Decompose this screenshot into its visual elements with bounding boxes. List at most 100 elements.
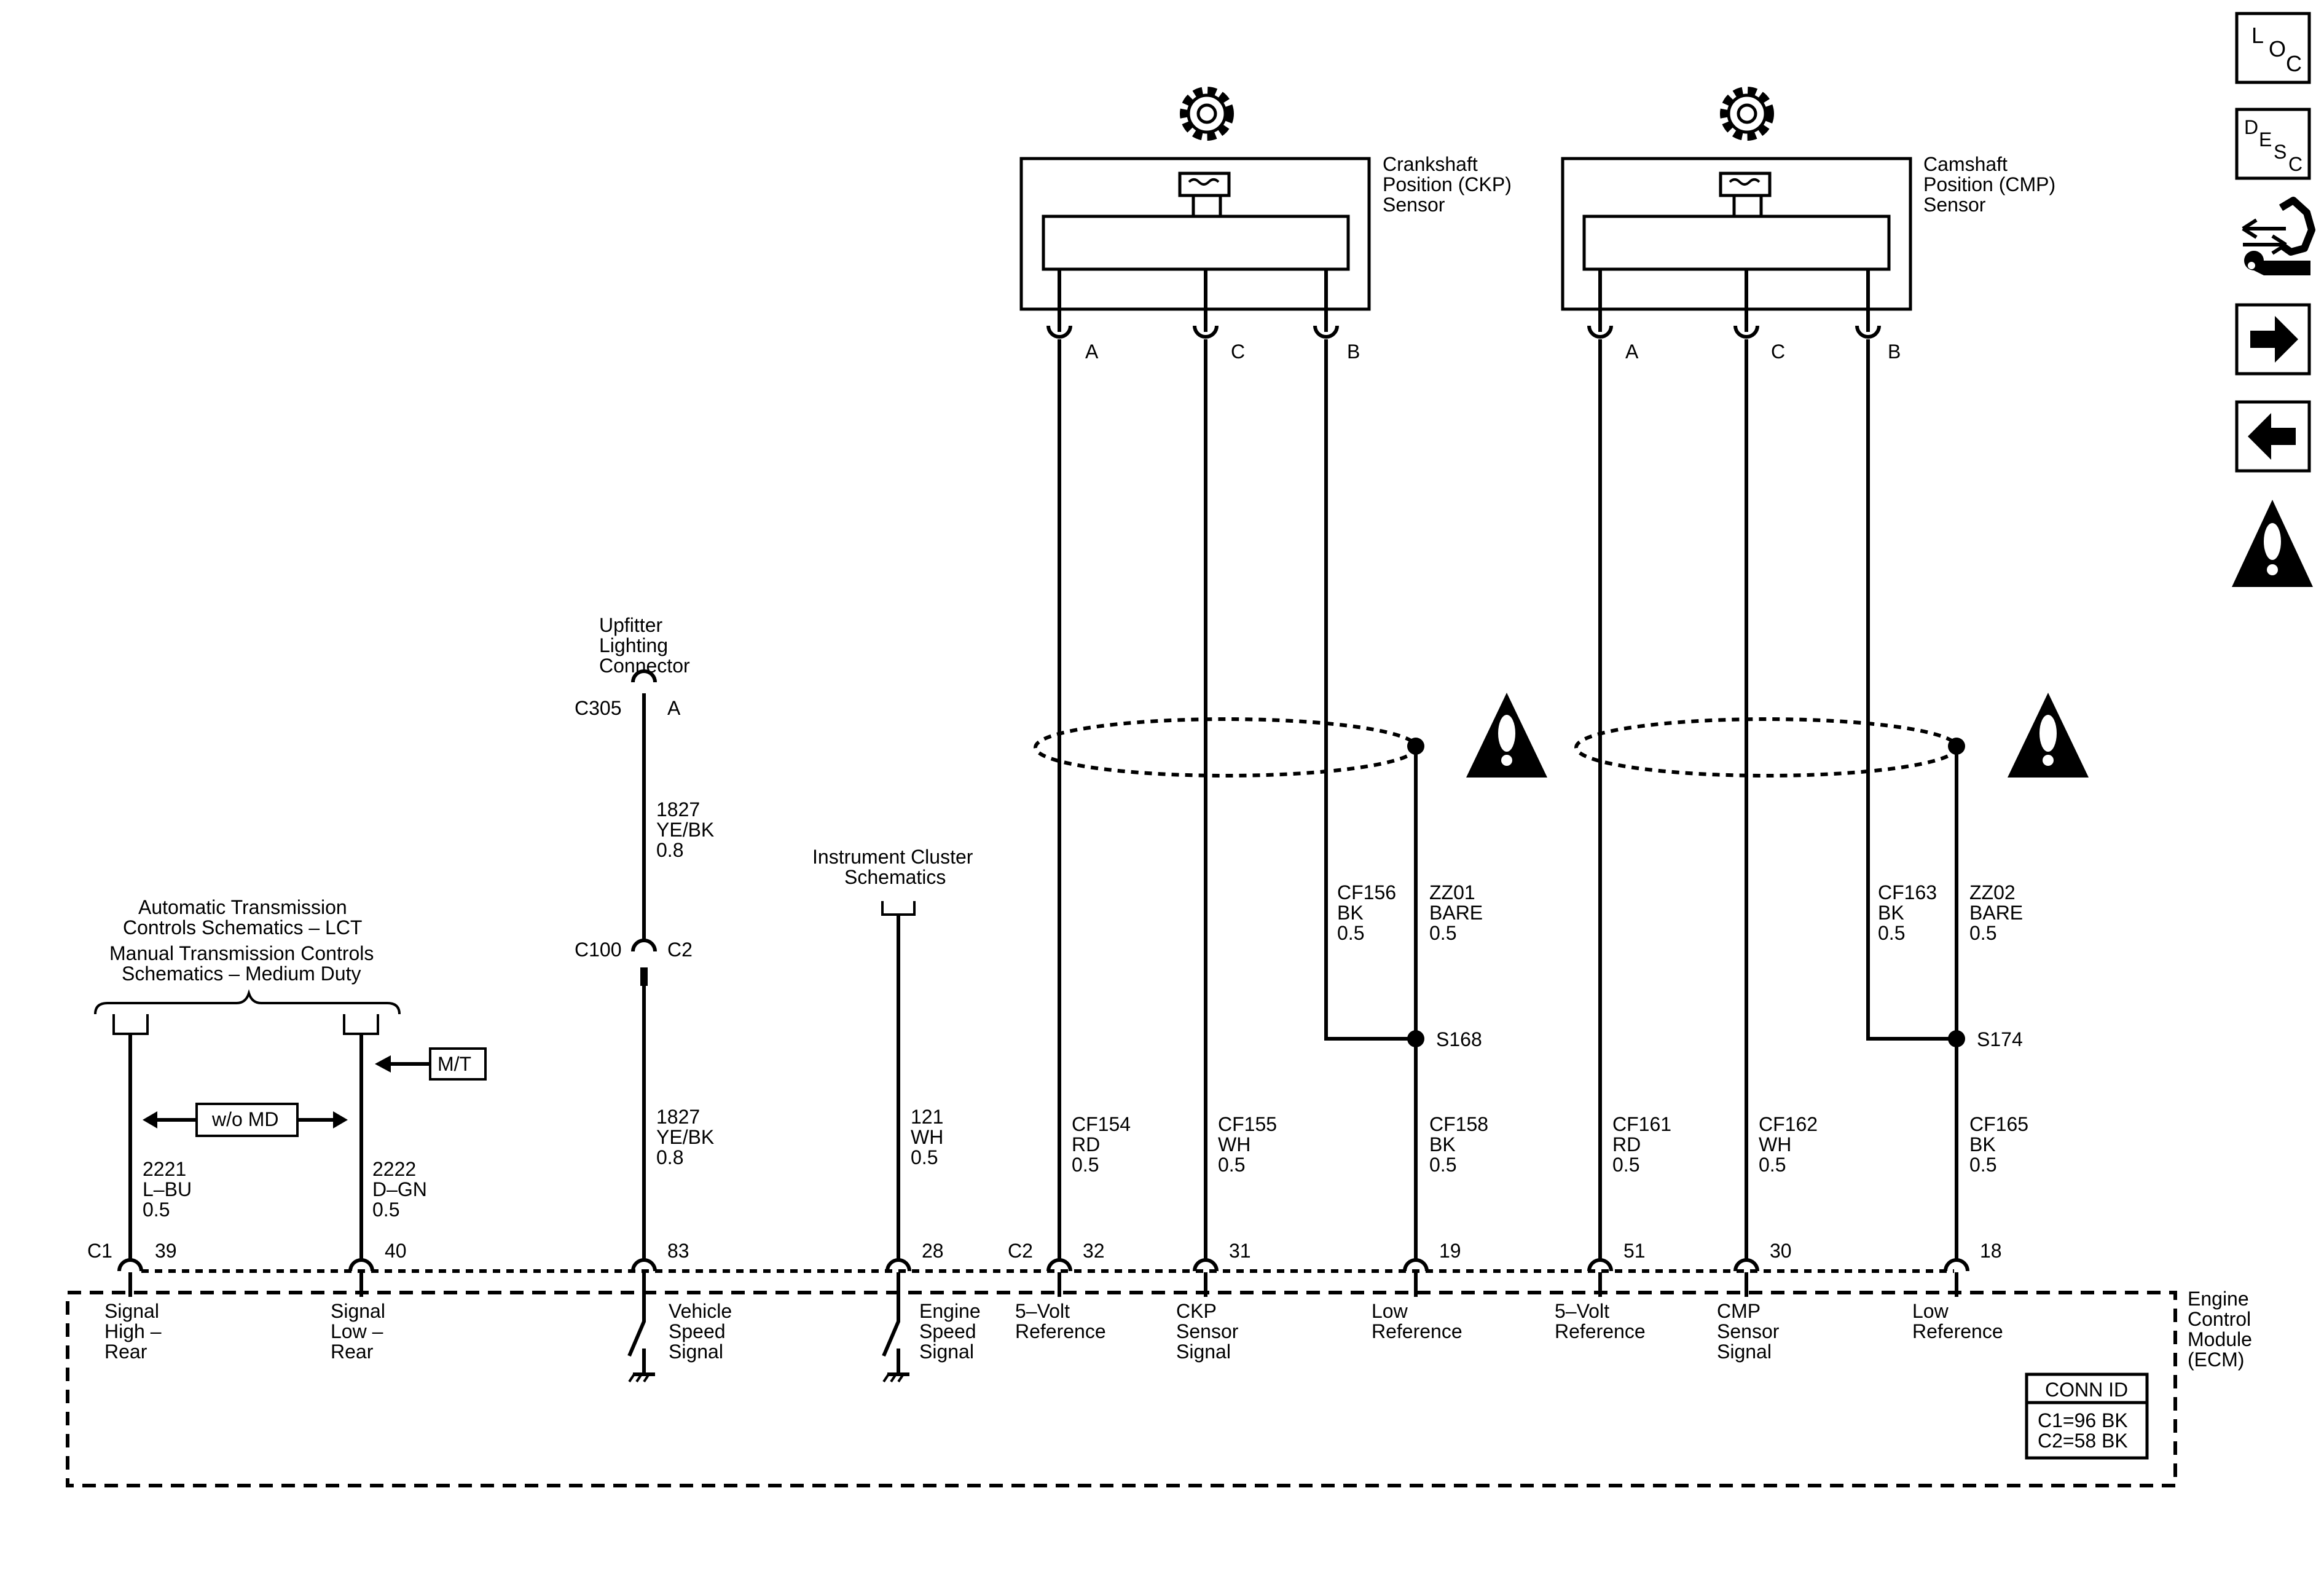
cf156-color: BK [1337,902,1364,924]
upfitter-connector [631,669,657,1259]
cf154-color: RD [1072,1133,1100,1156]
low-b-1: Low [1912,1300,1949,1322]
cf162-id: CF162 [1759,1113,1818,1135]
ecm-pin-19: 19 [1439,1240,1461,1262]
w121-id: 121 [911,1106,943,1128]
w2221-size: 0.5 [143,1199,170,1221]
ckp-sig-1: CKP [1176,1300,1217,1322]
sensor-pin-cups [1046,325,1881,339]
cmp-pin-b: B [1888,341,1901,363]
splice-s168: S168 [1436,1028,1482,1050]
zz01-size: 0.5 [1429,922,1456,944]
ecm-pin-28: 28 [922,1240,944,1262]
cmp-sensor: Camshaft Position (CMP) Sensor [1561,87,2055,332]
conn-id-c2: C2=58 BK [2038,1430,2128,1452]
mt-label: M/T [438,1053,471,1075]
loc-button[interactable]: L O C [2235,12,2311,84]
prev-page-button[interactable] [2235,400,2311,473]
cmp-pin-c: C [1771,341,1785,363]
sidebar: L O C D E S C [2232,12,2315,587]
cmp-shield-drain-dot [1948,738,1965,755]
desc-letter-d: D [2244,116,2258,138]
connector-wrench-icon[interactable] [2242,197,2315,275]
sig-high-3: Rear [104,1341,147,1363]
trans-line-2[interactable]: Controls Schematics – LCT [123,916,362,939]
ecm-name-1: Engine [2188,1288,2249,1310]
sig-high-1: Signal [104,1300,159,1322]
cmp-pin-a: A [1625,341,1639,363]
trans-line-1[interactable]: Automatic Transmission [138,896,347,918]
w1827b-id: 1827 [656,1106,700,1128]
cf163-color: BK [1878,902,1904,924]
zz01-id: ZZ01 [1429,881,1475,904]
cf154-id: CF154 [1072,1113,1131,1135]
cmp-shield-ellipse [1574,717,1959,778]
sig-high-2: High – [104,1320,162,1342]
ckp-sensor-name-1: Crankshaft [1383,153,1478,175]
cluster-name-2[interactable]: Schematics [844,866,946,888]
ckp-sig-3: Signal [1176,1341,1231,1363]
cluster-link [881,901,916,1259]
vss-3: Signal [669,1341,723,1363]
ckp-shield-drain-dot [1407,738,1424,755]
c305-pin-a: A [667,697,681,719]
zz01-color: BARE [1429,902,1483,924]
cf156-size: 0.5 [1337,922,1364,944]
w1827a-size: 0.8 [656,839,683,861]
zz02-color: BARE [1969,902,2023,924]
c100-label: C100 [575,939,622,961]
cf155-id: CF155 [1218,1113,1277,1135]
conn-id-title: CONN ID [2045,1379,2128,1401]
caution-button[interactable] [2232,500,2313,587]
trans-line-4[interactable]: Schematics – Medium Duty [122,963,361,985]
cf158-id: CF158 [1429,1113,1488,1135]
gear-icon [1180,87,1234,141]
ecm-module [66,1258,2177,1487]
cf161-size: 0.5 [1612,1154,1639,1176]
ref5b-2: Reference [1555,1320,1646,1342]
sig-low-3: Rear [331,1341,374,1363]
ckp-pin-b: B [1347,341,1360,363]
sensor-wires [1058,339,1958,1259]
cf165-size: 0.5 [1969,1154,1996,1176]
w2221-id: 2221 [143,1158,186,1180]
cf161-id: CF161 [1612,1113,1671,1135]
cmp-sensor-name-3: Sensor [1923,194,1986,216]
ess-1: Engine [919,1300,981,1322]
upfitter-name-1: Upfitter [599,614,662,636]
cf158-size: 0.5 [1429,1154,1456,1176]
trans-line-3[interactable]: Manual Transmission Controls [109,942,374,964]
w2222-color: D–GN [372,1178,427,1200]
ecm-pin-32: 32 [1083,1240,1105,1262]
low-a-2: Reference [1372,1320,1462,1342]
ref5b-1: 5–Volt [1555,1300,1609,1322]
next-page-button[interactable] [2235,303,2311,376]
caution-icon [2008,693,2089,778]
gear-icon [1720,87,1774,141]
cmp-sensor-name-2: Position (CMP) [1923,173,2055,195]
desc-button[interactable]: D E S C [2235,108,2311,180]
ess-3: Signal [919,1341,974,1363]
upfitter-name-2: Lighting [599,634,668,656]
upfitter-name-3: Connector [599,655,690,677]
zz02-id: ZZ02 [1969,881,2016,904]
cf154-size: 0.5 [1072,1154,1099,1176]
ecm-pin-18: 18 [1980,1240,2002,1262]
cluster-name-1[interactable]: Instrument Cluster [812,846,973,868]
sig-low-2: Low – [331,1320,383,1342]
cmp-sig-2: Sensor [1717,1320,1780,1342]
cmp-sensor-name-1: Camshaft [1923,153,2008,175]
ckp-sensor: Crankshaft Position (CKP) Sensor [1019,87,1512,332]
c100-pin: C2 [667,939,693,961]
cmp-sig-3: Signal [1717,1341,1772,1363]
conn-id-c1: C1=96 BK [2038,1409,2128,1431]
vss-2: Speed [669,1320,726,1342]
ref5a-2: Reference [1015,1320,1106,1342]
loc-letter-l: L [2251,23,2264,48]
ckp-pin-c: C [1231,341,1245,363]
ecm-name-2: Control [2188,1308,2251,1330]
wo-md-label: w/o MD [211,1108,278,1130]
ckp-sensor-name-3: Sensor [1383,194,1445,216]
ecm-name-3: Module [2188,1328,2252,1350]
sig-low-1: Signal [331,1300,385,1322]
